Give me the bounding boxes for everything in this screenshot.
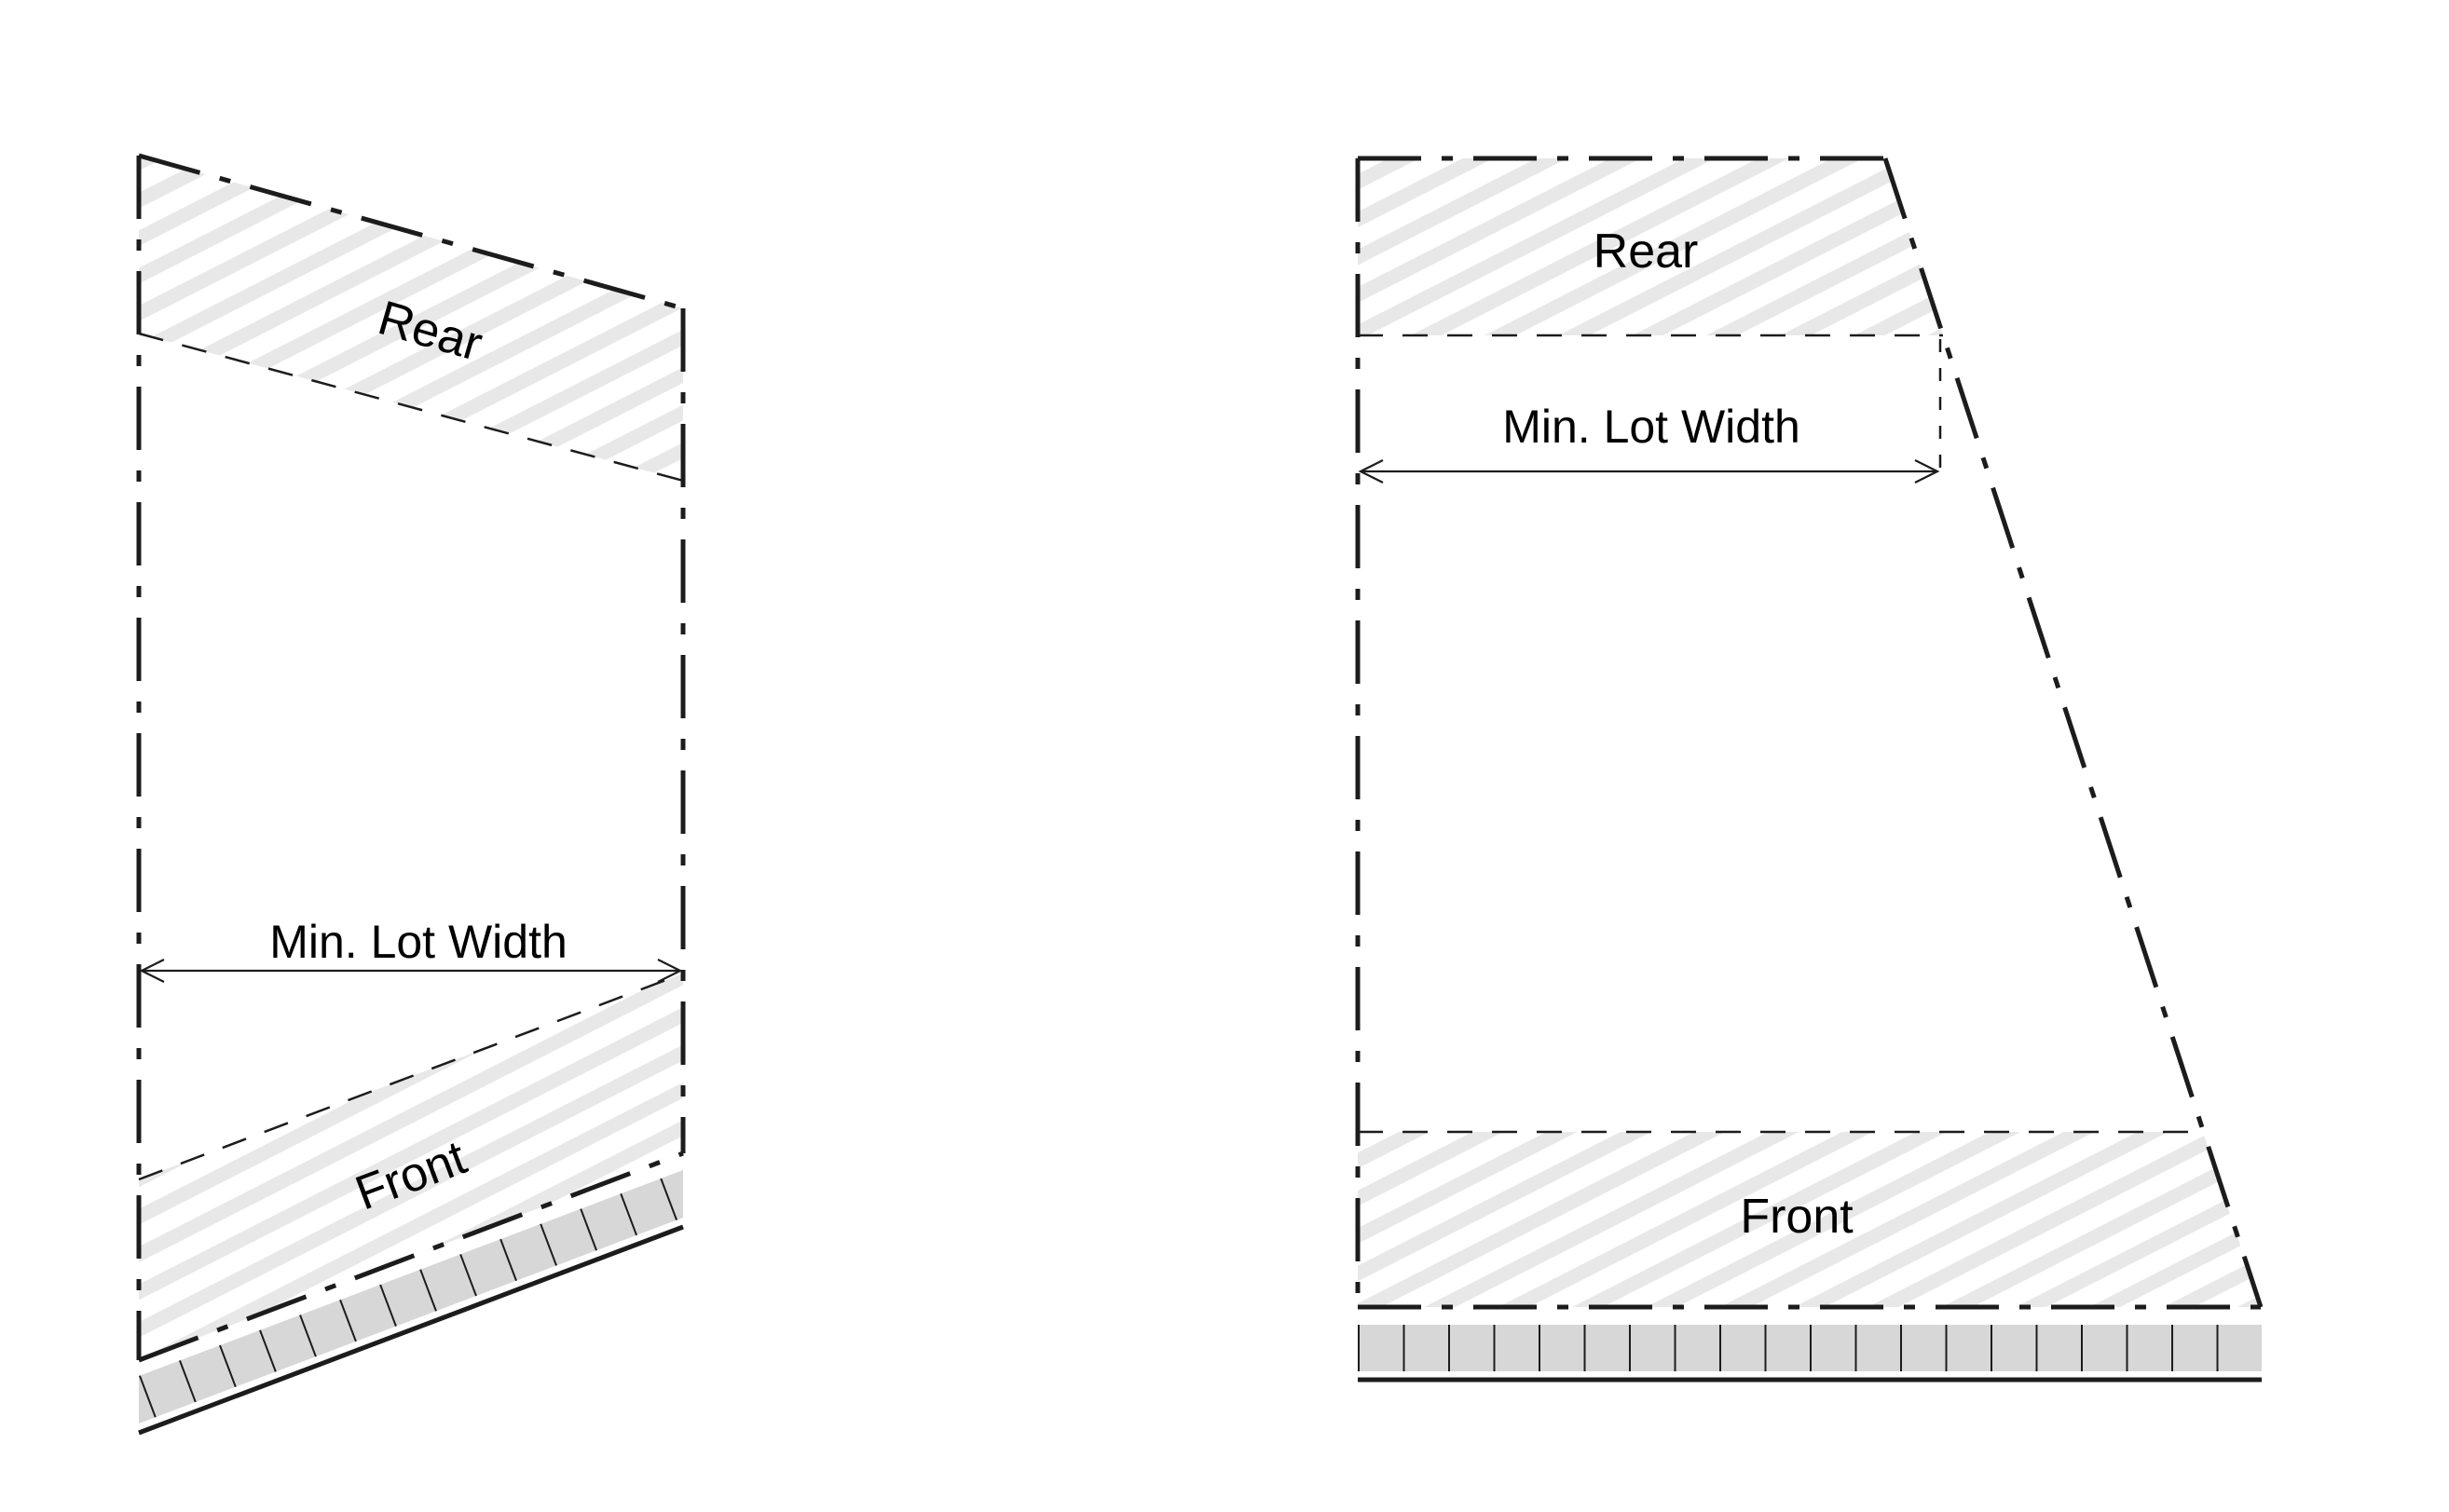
left-street-edge-line <box>138 1224 684 1436</box>
right-min-lot-width-dimension: Min. Lot Width <box>1358 401 1940 484</box>
left-front-setback-line <box>138 972 684 1181</box>
right-front-setback-hatch <box>1358 1132 2261 1307</box>
left-lot-diagram: Min. Lot Width Rear Front <box>136 153 686 1436</box>
left-dimension-arrowhead-left <box>139 959 165 983</box>
right-front-label: Front <box>1740 1190 1854 1244</box>
left-street-ticks <box>139 1170 683 1423</box>
left-dimension-arrowhead-right <box>657 959 683 983</box>
left-front-setback-hatch <box>139 974 683 1360</box>
left-rear-setback-hatch <box>139 156 683 481</box>
right-lot-diagram: Min. Lot Width Rear Front <box>1355 156 2264 1383</box>
left-lot-front-property-line <box>138 1151 684 1363</box>
left-min-lot-width-label: Min. Lot Width <box>269 916 568 968</box>
left-lot-rear-property-line <box>138 153 684 311</box>
right-dimension-arrowhead-right <box>1914 459 1940 484</box>
right-rear-setback-hatch <box>1358 158 1943 335</box>
right-lot-side-property-line-east-slanted <box>1882 157 2264 1308</box>
right-dimension-arrowhead-left <box>1358 459 1384 484</box>
right-min-lot-width-label: Min. Lot Width <box>1502 401 1800 453</box>
left-rear-setback-line <box>138 332 684 483</box>
right-rear-label: Rear <box>1594 225 1699 279</box>
right-street-ticks <box>1358 1325 2262 1371</box>
left-min-lot-width-dimension: Min. Lot Width <box>139 916 683 983</box>
